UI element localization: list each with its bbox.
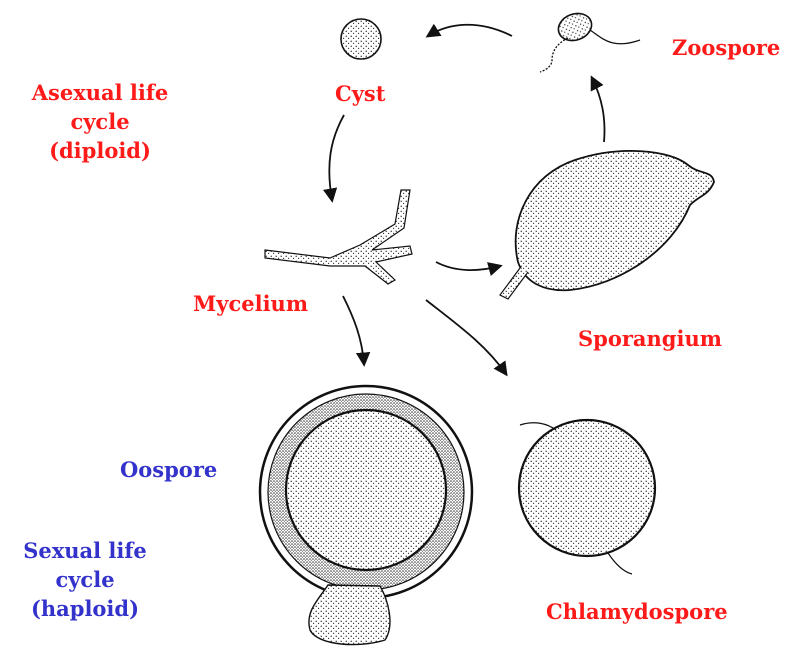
asexual-cycle-label: Asexual life cycle (diploid) [16, 78, 184, 165]
zoospore-illustration [540, 9, 640, 72]
oospore-label: Oospore [120, 455, 217, 484]
cyst-label: Cyst [335, 79, 385, 108]
cyst-illustration [341, 19, 381, 59]
arrow-mycelium-to-chlamydospore [426, 300, 506, 374]
sexual-line3: (haploid) [10, 594, 160, 623]
asexual-title: Asexual life [16, 78, 184, 107]
asexual-line3: (diploid) [16, 136, 184, 165]
sporangium-illustration [500, 151, 714, 299]
arrow-mycelium-to-oospore [343, 296, 364, 364]
zoospore-label: Zoospore [672, 33, 780, 62]
chlamydospore-label: Chlamydospore [546, 597, 728, 626]
arrow-zoospore-to-cyst [428, 25, 512, 36]
arrow-mycelium-to-sporangium [436, 262, 500, 270]
chlamydospore-illustration [519, 420, 655, 574]
mycelium-label: Mycelium [193, 289, 308, 318]
sexual-line2: cycle [10, 565, 160, 594]
sexual-title: Sexual life [10, 536, 160, 565]
arrow-cyst-to-mycelium [329, 115, 344, 200]
mycelium-illustration [265, 190, 412, 284]
sporangium-label: Sporangium [578, 324, 722, 353]
arrow-sporangium-to-zoospore [592, 78, 605, 142]
sexual-cycle-label: Sexual life cycle (haploid) [10, 536, 160, 623]
asexual-line2: cycle [16, 107, 184, 136]
oospore-illustration [260, 386, 472, 645]
